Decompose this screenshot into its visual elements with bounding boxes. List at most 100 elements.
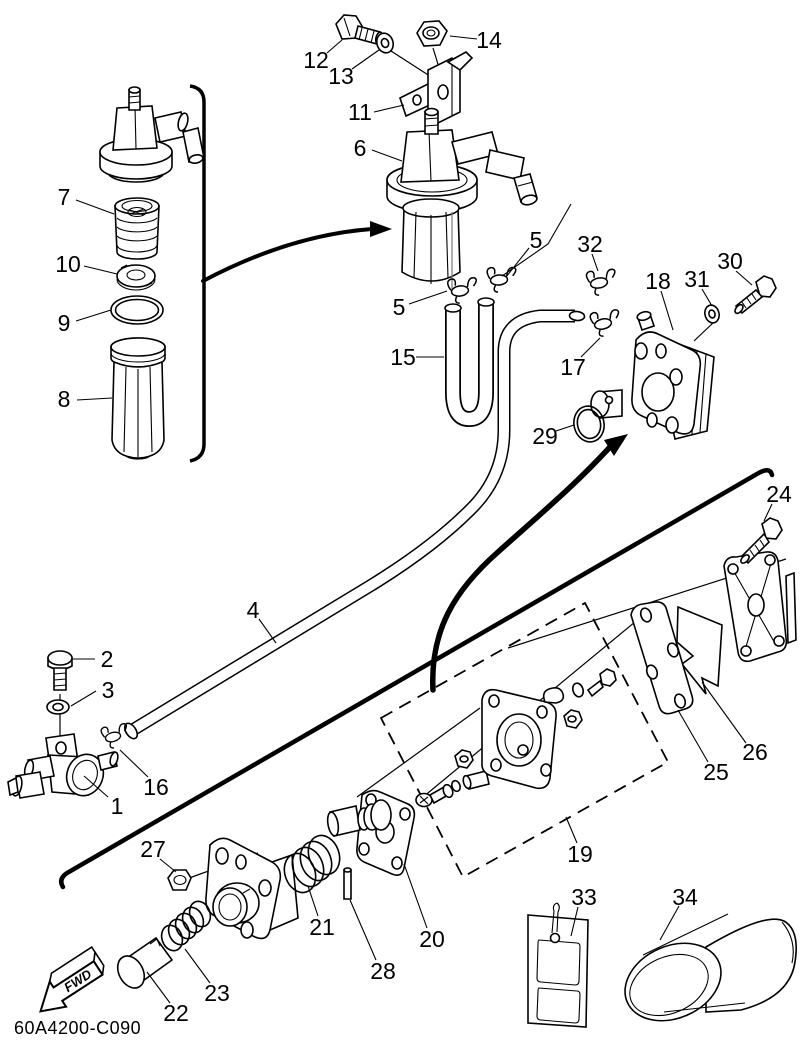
leader-line-5 — [505, 247, 530, 278]
leader-line-21 — [307, 885, 319, 917]
leader-line-29 — [555, 424, 575, 432]
callout-19: 19 — [567, 841, 593, 867]
callout-10: 10 — [55, 251, 81, 277]
leader-line-25 — [677, 709, 709, 763]
leader-line-16 — [119, 749, 149, 778]
leader-line-24 — [763, 503, 773, 522]
part-30-bolt — [734, 275, 777, 315]
part-26-torn-panel — [676, 605, 723, 695]
part-34-duct — [624, 913, 797, 1022]
callout-13: 13 — [328, 63, 354, 89]
leader-line-30 — [735, 270, 753, 286]
leader-line-19 — [565, 816, 578, 844]
callout-34: 34 — [672, 884, 698, 910]
callout-4: 4 — [247, 597, 260, 623]
leader-line-6 — [371, 149, 403, 162]
callout-9: 9 — [58, 310, 71, 336]
callout-22: 22 — [163, 1000, 189, 1026]
leader-line-12 — [326, 39, 343, 54]
part-21-spring — [283, 834, 341, 894]
callout-30: 30 — [717, 248, 743, 274]
part-32-clip — [585, 266, 620, 298]
part-11-bracket — [399, 51, 474, 125]
callout-16: 16 — [143, 774, 169, 800]
fwd-arrow: FWD — [39, 946, 105, 1013]
callout-1: 1 — [111, 793, 124, 819]
leader-line-28 — [349, 899, 377, 961]
leader-line-26 — [701, 681, 747, 744]
part-27-nut — [167, 869, 192, 891]
axis-line-31 — [693, 321, 715, 342]
part-29-o-ring — [573, 405, 605, 443]
leader-line-5 — [408, 290, 448, 305]
callout-2: 2 — [101, 646, 114, 672]
callout-18: 18 — [645, 268, 671, 294]
callout-21: 21 — [309, 914, 335, 940]
callout-29: 29 — [532, 423, 558, 449]
callout-6: 6 — [354, 135, 367, 161]
part-18-fuel-pump — [590, 310, 715, 440]
callout-3: 3 — [102, 677, 115, 703]
part-7-filter-element — [114, 197, 160, 260]
callout-8: 8 — [58, 386, 71, 412]
part-28-pin — [343, 867, 352, 900]
leader-line-1 — [83, 775, 109, 798]
reference-arrow-pump — [430, 434, 628, 693]
axis-line-19c — [356, 707, 481, 798]
leader-line-13 — [351, 49, 380, 70]
leader-line-14 — [449, 35, 478, 40]
part-3-washer — [46, 699, 70, 715]
part-4-fuel-hose — [123, 309, 586, 740]
leader-line-8 — [76, 397, 113, 401]
callout-20: 20 — [419, 926, 445, 952]
part-9-o-ring — [110, 295, 164, 325]
part-33-tag — [527, 902, 589, 1028]
leader-line-34 — [659, 905, 680, 941]
part-20-plate — [326, 789, 416, 876]
leader-line-20 — [403, 863, 428, 929]
callout-7: 7 — [58, 184, 71, 210]
part-13-washer — [375, 32, 395, 54]
callout-14: 14 — [476, 27, 502, 53]
callout-32: 32 — [577, 231, 603, 257]
callout-12: 12 — [303, 47, 329, 73]
part-22-plunger — [116, 936, 174, 989]
leader-line-10 — [83, 265, 118, 275]
part-31-washer — [704, 304, 720, 324]
leader-line-7 — [75, 199, 115, 215]
leader-line-4 — [258, 618, 277, 644]
leader-line-32 — [591, 253, 599, 272]
callout-27: 27 — [140, 836, 166, 862]
leader-line-9 — [75, 309, 112, 322]
part-5-clip-right — [486, 264, 519, 294]
reference-arrow-filter — [201, 221, 392, 283]
inset-bracket — [189, 84, 206, 463]
callout-33: 33 — [571, 884, 597, 910]
part-15-fuel-hose-u — [444, 297, 495, 428]
panel-edge-line — [58, 468, 775, 890]
leader-line-22 — [146, 971, 171, 1004]
callout-28: 28 — [370, 958, 396, 984]
part-19-pump-assembly — [415, 668, 617, 808]
part-1-fuel-joint — [7, 733, 119, 799]
leader-line-18 — [660, 290, 674, 331]
callout-26: 26 — [742, 739, 768, 765]
pump-body — [205, 837, 299, 940]
part-16-clip — [99, 720, 132, 751]
callout-5: 5 — [530, 227, 543, 253]
axis-line-hose-right — [501, 203, 572, 277]
part-2-bolt — [47, 650, 73, 691]
dashed-box-19 — [379, 601, 670, 879]
leader-line-33 — [570, 906, 579, 937]
callout-25: 25 — [703, 759, 729, 785]
part-6-fuel-filter — [386, 107, 539, 284]
part-8-filter-cup — [110, 337, 166, 460]
callout-layer: 1234556789101112131415161718192021222324… — [55, 27, 792, 1026]
callout-24: 24 — [766, 481, 792, 507]
part-10-ring-nut — [116, 264, 156, 291]
leader-line-27 — [159, 858, 177, 873]
callout-17: 17 — [560, 354, 586, 380]
leader-line-23 — [184, 948, 211, 984]
diagram-code: 60A4200-C090 — [14, 1018, 141, 1038]
